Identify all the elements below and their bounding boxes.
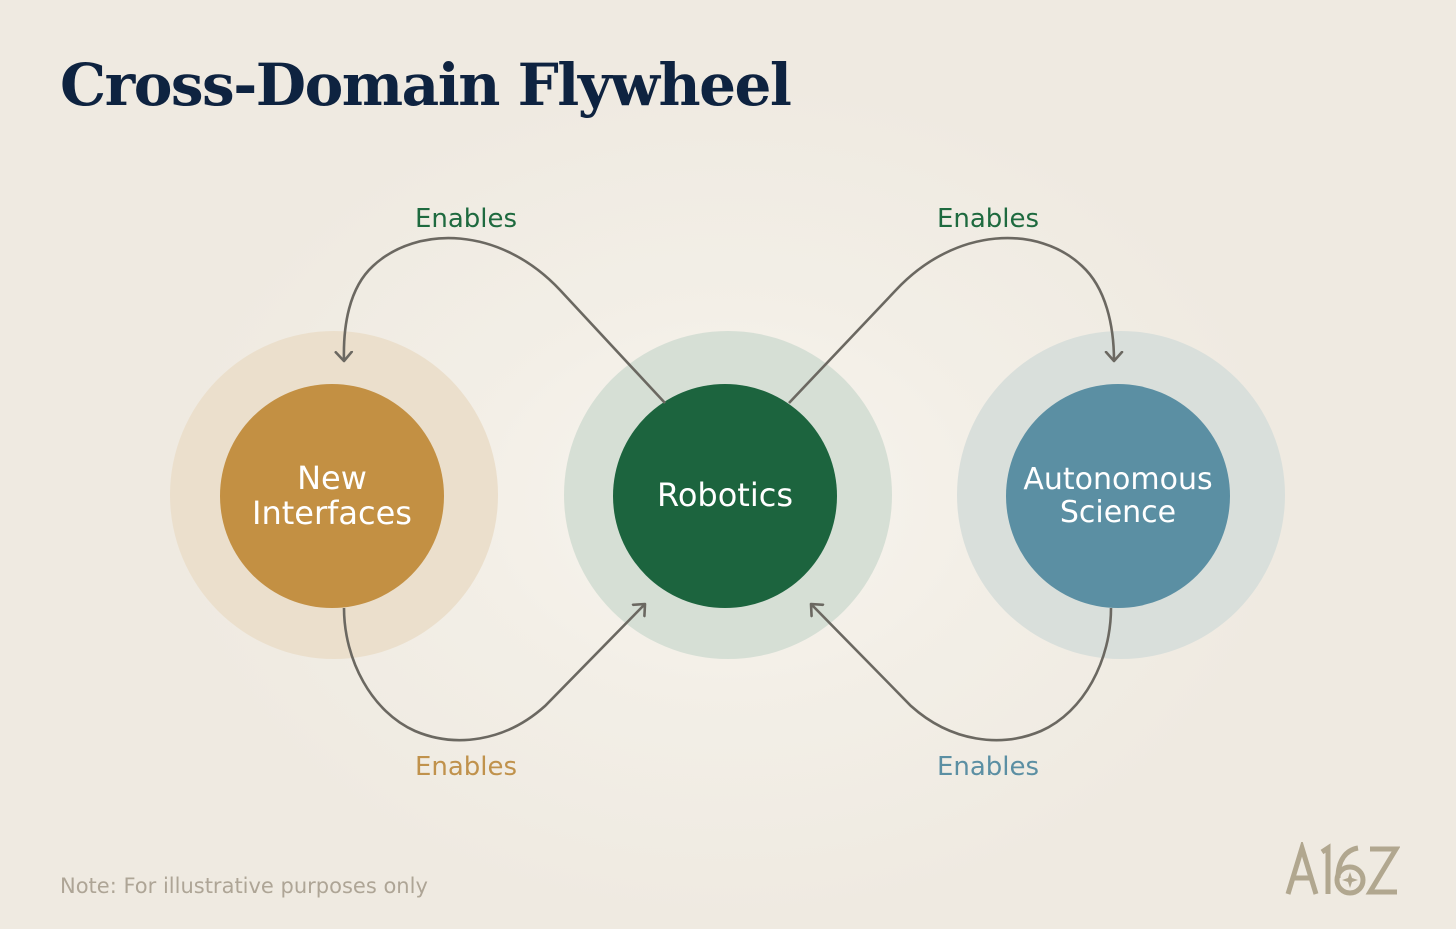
enables-label-bottom-left: Enables xyxy=(414,752,518,782)
footnote: Note: For illustrative purposes only xyxy=(60,874,428,898)
a16z-logo xyxy=(1285,842,1400,896)
arrow-robotics-to-new-interfaces xyxy=(344,236,666,404)
arrow-autonomous-science-to-robotics xyxy=(811,604,1113,742)
enables-label-top-left: Enables xyxy=(414,204,518,234)
autonomous-science-node xyxy=(1006,384,1230,608)
autonomous-science-label: Autonomous Science xyxy=(1023,462,1213,530)
new-interfaces-node xyxy=(220,384,444,608)
new-interfaces-label: New Interfaces xyxy=(252,458,412,532)
arrow-new-interfaces-to-robotics xyxy=(342,604,645,742)
robotics-node xyxy=(613,384,837,608)
arrow-robotics-to-autonomous-science xyxy=(788,236,1114,404)
enables-label-bottom-right: Enables xyxy=(936,752,1040,782)
robotics-label: Robotics xyxy=(657,476,793,515)
diagram-title: Cross-Domain Flywheel xyxy=(60,51,792,119)
enables-label-top-right: Enables xyxy=(936,204,1040,234)
